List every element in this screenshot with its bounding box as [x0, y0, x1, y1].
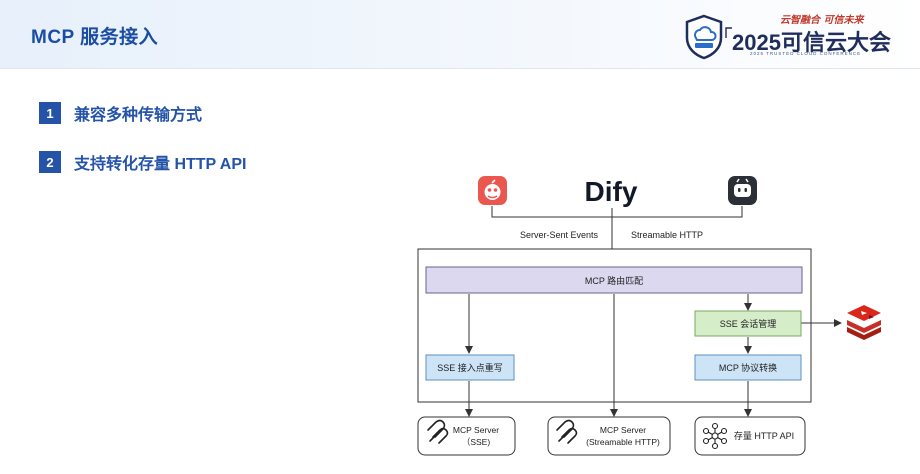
- shield-cloud-icon: [685, 14, 723, 60]
- router-label: MCP 路由匹配: [585, 275, 643, 286]
- conference-logo: 云智融合 可信未来 2025可信云大会 2025 TRUSTED CLOUD C…: [684, 8, 912, 64]
- protocol-convert-box: [694, 354, 802, 381]
- mcp-server-sse-box: [417, 416, 516, 456]
- mcp-server-sse-line2: （SSE): [462, 437, 491, 447]
- point-text: 兼容多种传输方式: [74, 107, 203, 124]
- mcp-server-http-line2: (Streamable HTTP): [586, 437, 660, 447]
- point-number: 2: [39, 151, 61, 173]
- router-box: [425, 266, 803, 294]
- point-number: 1: [39, 102, 61, 124]
- app-icon: [478, 176, 507, 205]
- transport-sse-label: Server-Sent Events: [520, 230, 599, 240]
- sse-rewrite-label: SSE 接入点重写: [437, 362, 503, 373]
- network-hub-icon: [702, 422, 728, 450]
- header-bar: MCP 服务接入 云智融合 可信未来 2025可信云大会 2025 TRUSTE…: [0, 0, 920, 68]
- label-bg: [622, 227, 712, 241]
- header-divider: [0, 68, 920, 69]
- http-api-label: 存量 HTTP API: [734, 430, 794, 441]
- label-bg: [514, 227, 604, 241]
- mcp-logo-icon: [427, 419, 449, 444]
- sse-session-box: [694, 310, 802, 337]
- sse-session-label: SSE 会话管理: [720, 318, 777, 329]
- mcp-server-sse-line1: MCP Server: [453, 425, 499, 435]
- sse-rewrite-box: [425, 354, 515, 381]
- bracket-icon: [725, 27, 732, 38]
- conference-slogan: 云智融合 可信未来: [780, 15, 864, 26]
- bot-icon: [728, 176, 757, 205]
- page-title: MCP 服务接入: [31, 27, 159, 48]
- dify-logo: Dify: [585, 176, 638, 207]
- transport-http-label: Streamable HTTP: [631, 230, 703, 240]
- mcp-logo-icon: [556, 419, 578, 444]
- protocol-convert-label: MCP 协议转换: [719, 362, 777, 373]
- internal-arrows: [465, 294, 842, 417]
- http-api-box: [694, 416, 806, 456]
- mcp-server-http-box: [547, 416, 671, 456]
- redis-icon: [847, 305, 881, 340]
- point-text: 支持转化存量 HTTP API: [74, 156, 247, 173]
- conference-subtitle: 2025 TRUSTED CLOUD CONFERENCE: [750, 51, 862, 56]
- point-2: 2 支持转化存量 HTTP API: [39, 150, 246, 174]
- mcp-server-http-line1: MCP Server: [600, 425, 646, 435]
- point-1: 1 兼容多种传输方式: [39, 101, 202, 125]
- conference-name: 2025可信云大会: [732, 30, 891, 55]
